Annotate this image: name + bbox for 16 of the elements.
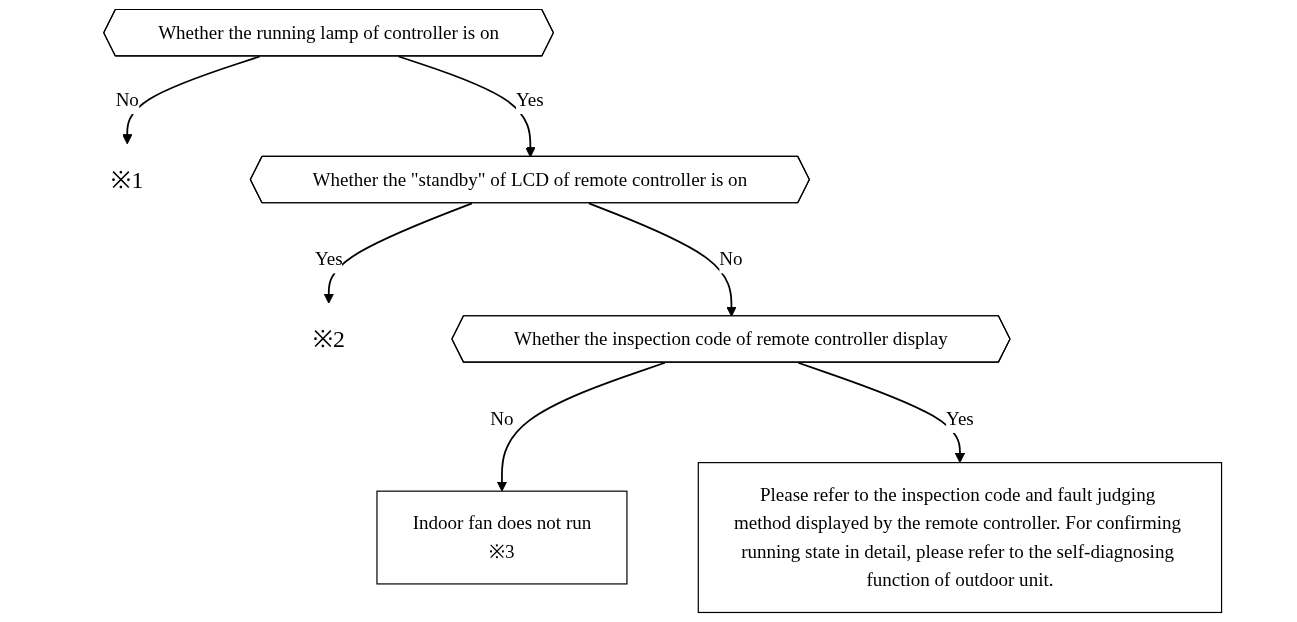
arrow bbox=[122, 55, 261, 145]
arrow bbox=[588, 202, 737, 317]
edge-label: Yes bbox=[946, 407, 974, 429]
arrow bbox=[397, 55, 536, 158]
arrow bbox=[797, 361, 966, 464]
node-text: ※2 bbox=[312, 325, 345, 353]
edge-label: No bbox=[719, 248, 743, 269]
edge-label: No bbox=[490, 407, 514, 429]
node-box: Please refer to the inspection code and fault judging method displayed by the remote controller. For confirming running state in detail, please refer to the self-diagnosing function of outdoor unit. bbox=[697, 462, 1223, 614]
edge-label: No bbox=[115, 89, 139, 110]
node-box: Indoor fan does not run ※3 bbox=[376, 490, 628, 585]
edge-label: Yes bbox=[515, 89, 544, 110]
node-text: ※1 bbox=[111, 166, 144, 193]
arrow bbox=[323, 202, 473, 304]
arrow bbox=[496, 361, 666, 492]
edge-label: Yes bbox=[314, 248, 343, 269]
